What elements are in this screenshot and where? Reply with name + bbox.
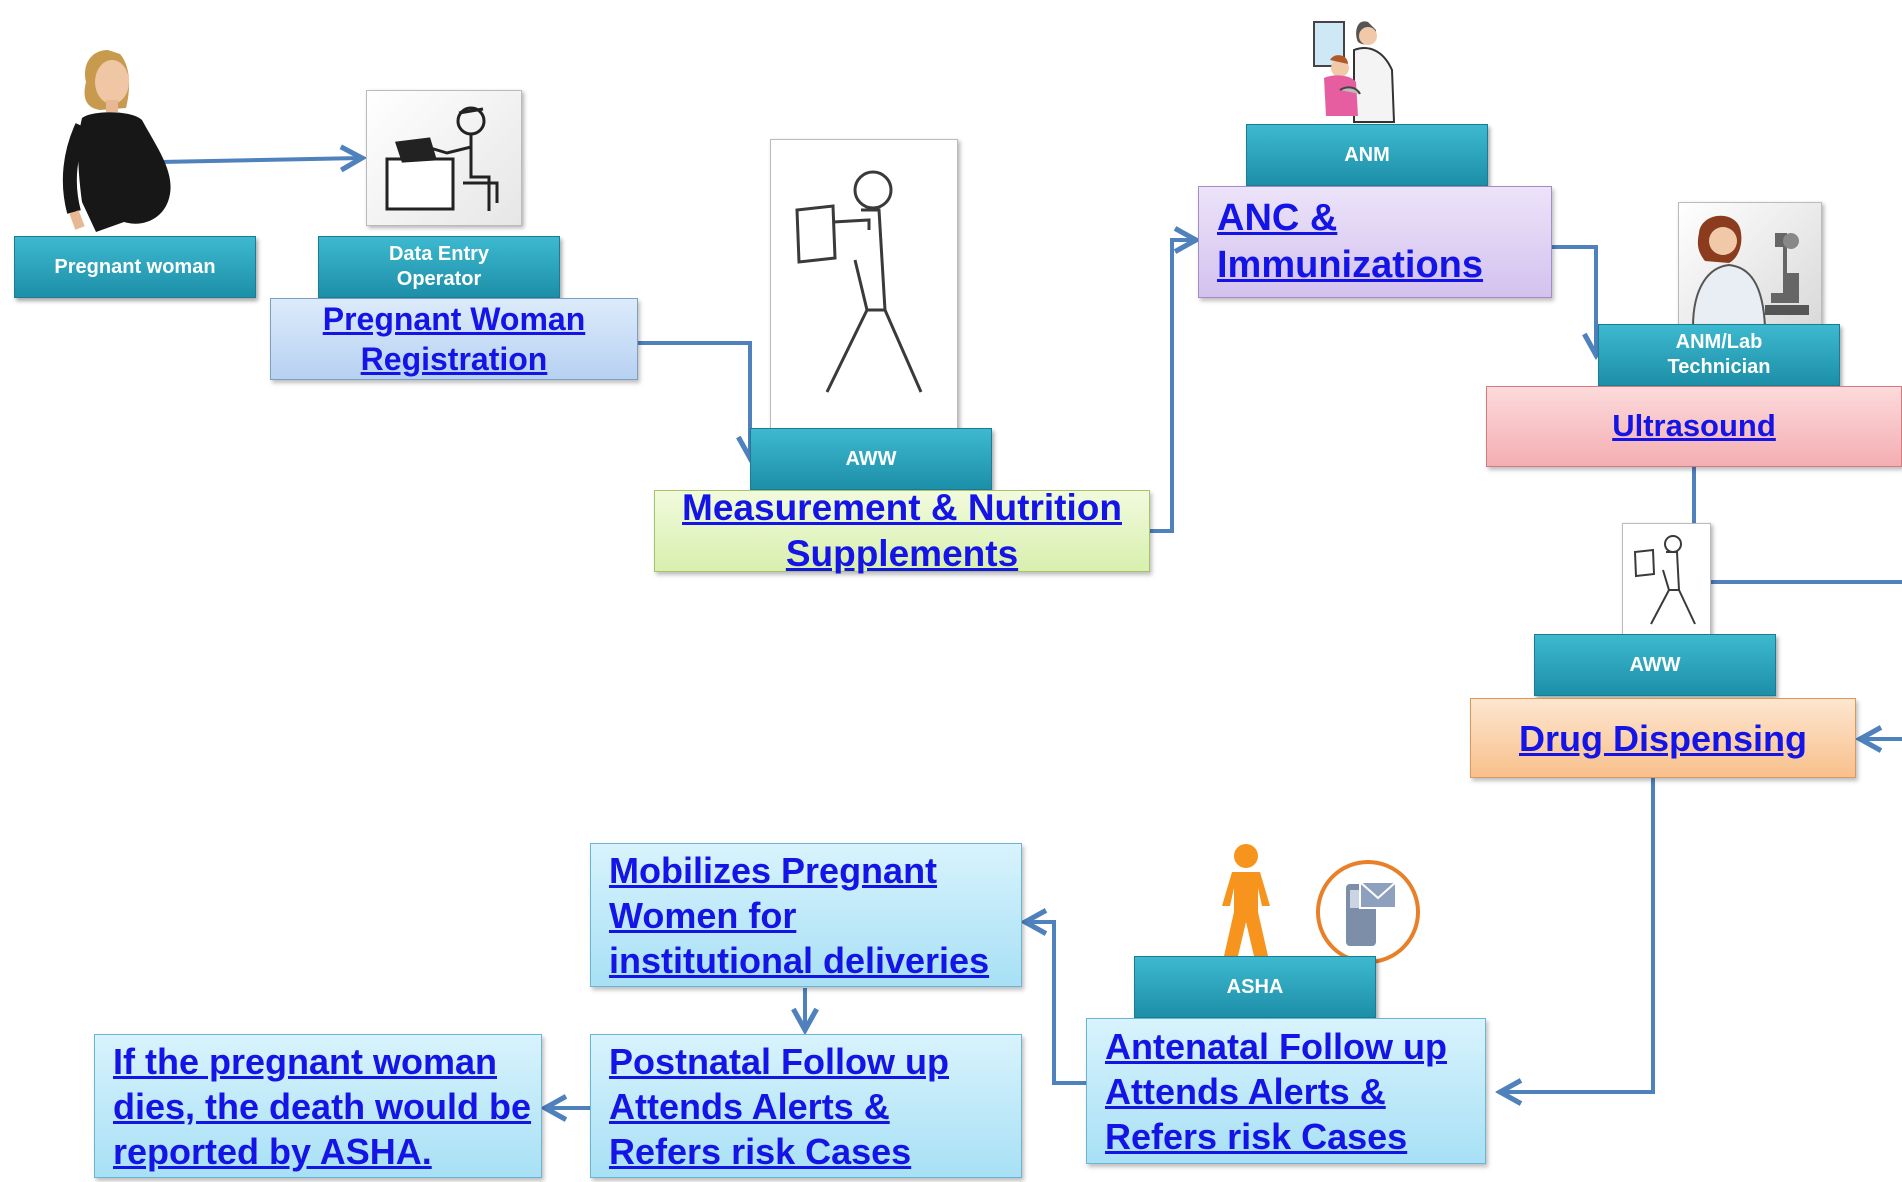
role-pregnant-woman: Pregnant woman (14, 236, 256, 298)
data-entry-operator-icon (366, 90, 522, 226)
link-ultrasound[interactable]: Ultrasound (1612, 408, 1776, 444)
role-anm: ANM (1246, 124, 1488, 186)
role-data-entry-operator: Data Entry Operator (318, 236, 560, 298)
step-anc: ANC & Immunizations (1198, 186, 1552, 298)
step-antenatal: Antenatal Follow up Attends Alerts & Ref… (1086, 1018, 1486, 1164)
step-ultrasound: Ultrasound (1486, 386, 1902, 467)
link-antenatal[interactable]: Antenatal Follow up Attends Alerts & Ref… (1105, 1025, 1447, 1157)
link-mobilizes[interactable]: Mobilizes Pregnant Women for institution… (609, 849, 990, 981)
doctor-with-child-icon (1310, 12, 1410, 124)
role-aww-1: AWW (750, 428, 992, 490)
pregnant-woman-photo (48, 42, 188, 236)
step-measurement: Measurement & Nutrition Supplements (654, 487, 1150, 574)
arrow-anc-to-ultrasound (1552, 245, 1596, 355)
link-death-report[interactable]: If the pregnant woman dies, the death wo… (113, 1040, 532, 1172)
step-drug-dispensing: Drug Dispensing (1470, 698, 1856, 778)
arrow-drug-to-antenatal (1500, 778, 1655, 1092)
mobile-phone-message-icon (1300, 856, 1436, 966)
role-asha: ASHA (1134, 956, 1376, 1018)
role-aww-2: AWW (1534, 634, 1776, 696)
link-anc[interactable]: ANC & Immunizations (1217, 196, 1484, 287)
arrow-woman-to-operator (159, 158, 362, 162)
arrow-antenatal-to-mobilizes (1025, 922, 1086, 1085)
step-mobilizes: Mobilizes Pregnant Women for institution… (590, 843, 1022, 987)
arrow-registration-to-measurement (638, 341, 750, 458)
walking-person-icon (770, 139, 958, 429)
link-measurement[interactable]: Measurement & Nutrition Supplements (682, 486, 1122, 574)
asha-worker-icon (1210, 842, 1282, 958)
lab-technician-icon (1678, 202, 1822, 328)
link-drug-dispensing[interactable]: Drug Dispensing (1518, 717, 1808, 759)
arrow-measurement-to-anc (1150, 240, 1196, 533)
step-registration: Pregnant Woman Registration (270, 298, 638, 380)
role-anm-lab-technician: ANM/Lab Technician (1598, 324, 1840, 386)
link-postnatal[interactable]: Postnatal Follow up Attends Alerts & Ref… (609, 1040, 949, 1172)
step-postnatal: Postnatal Follow up Attends Alerts & Ref… (590, 1034, 1022, 1178)
link-registration[interactable]: Pregnant Woman Registration (322, 301, 586, 377)
walking-person-icon (1622, 523, 1711, 635)
step-death-report: If the pregnant woman dies, the death wo… (94, 1034, 542, 1178)
